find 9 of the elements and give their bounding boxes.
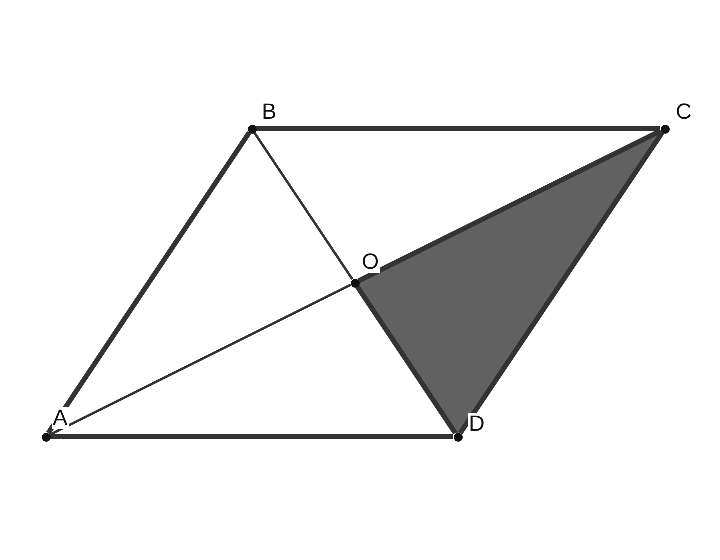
line-segment bbox=[355, 285, 458, 435]
line-segment bbox=[458, 131, 665, 435]
line-segment bbox=[49, 284, 352, 436]
line-segment bbox=[256, 126, 660, 132]
point-label: O bbox=[361, 251, 380, 273]
line-segment bbox=[358, 128, 662, 284]
point-label: A bbox=[52, 407, 69, 429]
line-segment bbox=[253, 132, 354, 280]
line-segment bbox=[46, 131, 252, 435]
